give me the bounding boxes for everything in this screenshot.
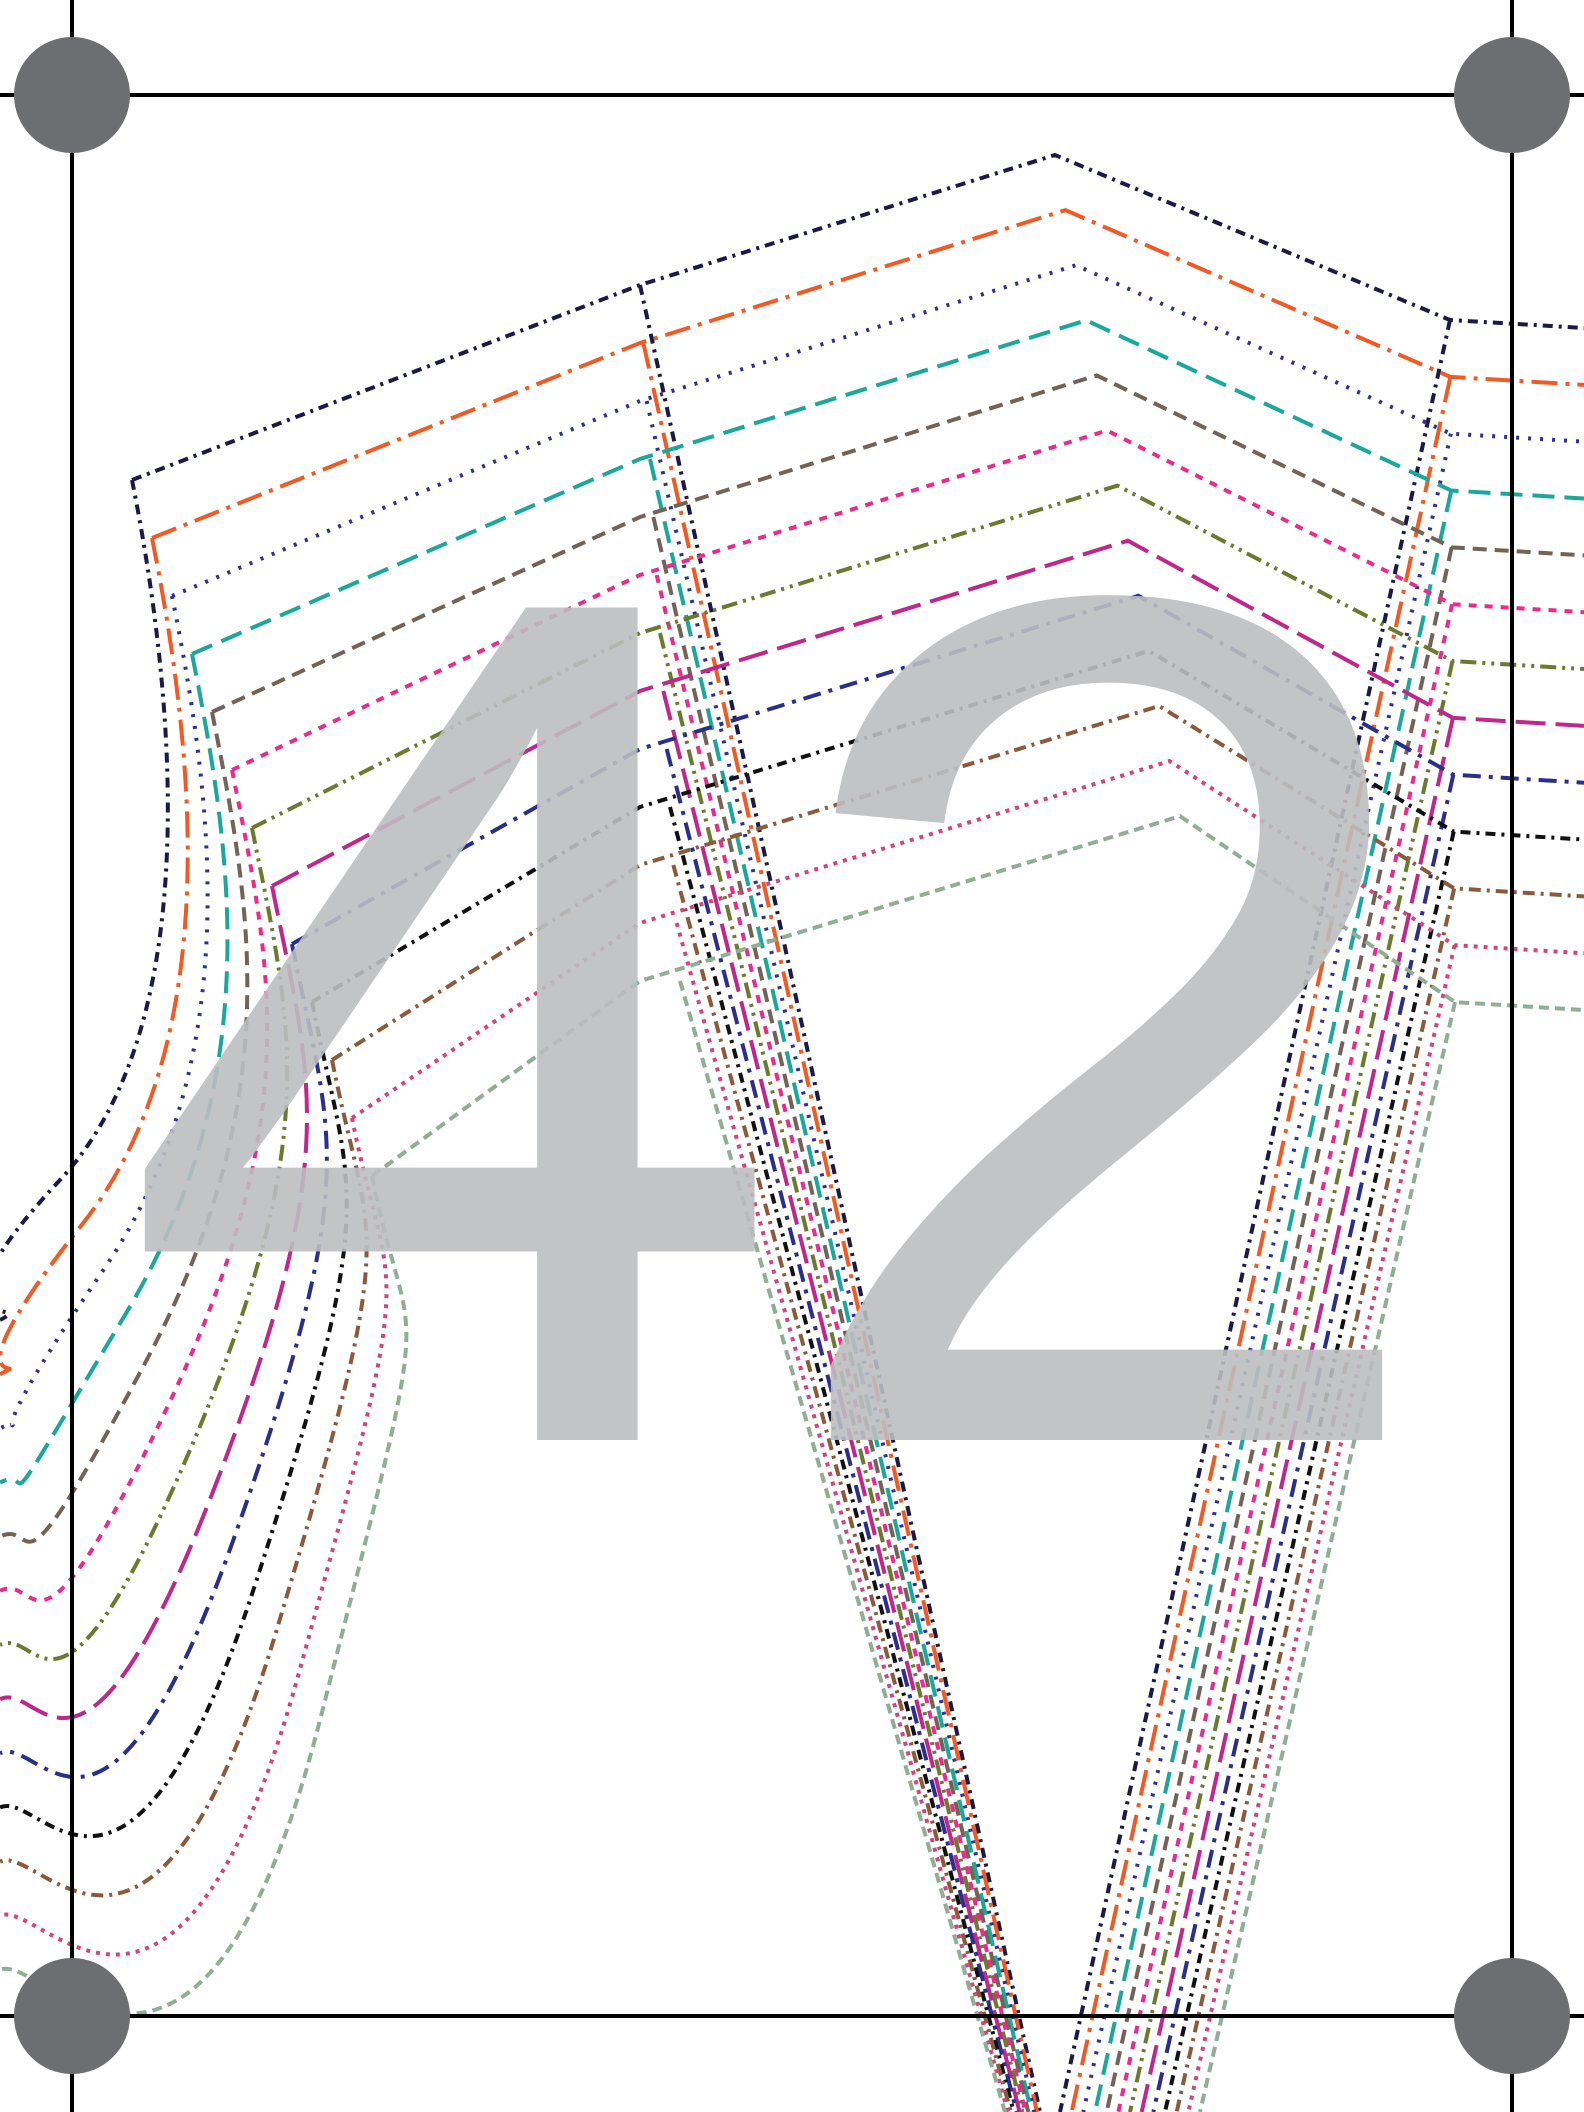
size-line-dart-left-13 xyxy=(678,980,1007,2112)
size-line-armhole-8 xyxy=(0,885,309,1721)
size-line-armhole-10 xyxy=(0,1001,349,1839)
registration-mark-top-left xyxy=(14,37,130,153)
size-line-top-10 xyxy=(310,648,1584,1004)
size-line-top-12 xyxy=(350,758,1584,1120)
size-line-armhole-3 xyxy=(0,595,210,1431)
size-line-dart-left-9 xyxy=(664,748,1019,2112)
size-line-dart-left-7 xyxy=(658,632,1025,2112)
size-line-top-8 xyxy=(271,538,1584,888)
size-line-top-11 xyxy=(330,703,1584,1062)
size-line-dart-right-9 xyxy=(1151,774,1456,2112)
size-line-armhole-1 xyxy=(0,479,170,1322)
pattern-size-lines xyxy=(0,152,1584,2112)
size-line-armhole-11 xyxy=(0,1059,369,1898)
size-line-top-1 xyxy=(131,152,1584,482)
page-number: 42 xyxy=(117,346,1423,1697)
size-line-dart-right-13 xyxy=(1198,1001,1457,2112)
size-line-top-13 xyxy=(370,814,1584,1178)
size-line-armhole-2 xyxy=(0,537,190,1376)
registration-mark-top-right xyxy=(1454,37,1570,153)
size-line-dart-left-6 xyxy=(654,574,1028,2112)
size-line-top-4 xyxy=(191,318,1584,656)
size-line-dart-right-10 xyxy=(1163,831,1456,2112)
size-line-armhole-7 xyxy=(0,827,290,1662)
size-line-armhole-9 xyxy=(0,943,329,1780)
size-line-top-3 xyxy=(171,263,1584,598)
size-line-dart-right-11 xyxy=(1174,887,1457,2112)
size-line-top-2 xyxy=(151,207,1584,540)
size-line-dart-right-7 xyxy=(1128,660,1455,2112)
size-line-top-9 xyxy=(291,593,1584,946)
registration-mark-bottom-right xyxy=(1454,1958,1570,2074)
size-line-dart-left-4 xyxy=(648,458,1034,2112)
size-line-dart-left-8 xyxy=(661,690,1022,2112)
registration-mark-bottom-left xyxy=(14,1958,130,2074)
size-line-armhole-6 xyxy=(0,769,270,1603)
size-line-dart-right-1 xyxy=(1058,319,1452,2112)
size-line-armhole-12 xyxy=(0,1117,389,1957)
size-line-top-5 xyxy=(211,373,1584,714)
size-line-armhole-4 xyxy=(0,653,230,1486)
size-line-dart-left-1 xyxy=(638,284,1042,2112)
size-line-dart-left-5 xyxy=(651,516,1031,2112)
size-line-dart-left-3 xyxy=(644,400,1037,2112)
size-line-armhole-5 xyxy=(0,711,250,1544)
size-line-top-7 xyxy=(251,483,1584,830)
size-line-dart-right-4 xyxy=(1093,490,1454,2112)
size-line-dart-right-2 xyxy=(1069,376,1453,2112)
size-line-dart-right-5 xyxy=(1104,546,1454,2112)
registration-marks xyxy=(14,37,1570,2074)
size-line-dart-right-6 xyxy=(1116,603,1455,2112)
